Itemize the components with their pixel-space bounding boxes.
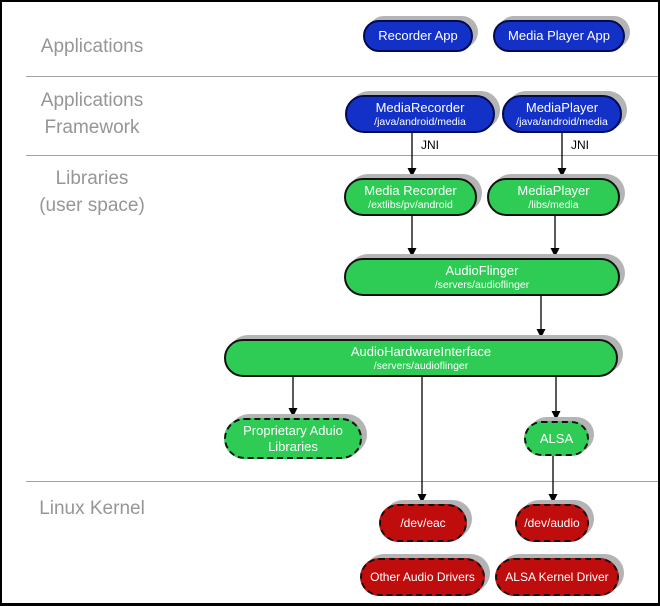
arrow-audioflinger-to-audiohardwareinterface <box>536 296 546 338</box>
node-title: Recorder App <box>378 28 458 43</box>
node-title: /dev/eac <box>400 516 446 530</box>
layer-label-linux-kernel: Linux Kernel <box>12 495 172 522</box>
node-title: ALSA Kernel Driver <box>505 570 609 584</box>
node-recorder-app: Recorder App <box>363 20 473 52</box>
arrow-alsa-to-dev-audio <box>548 456 558 503</box>
node-title: MediaPlayer <box>517 182 590 198</box>
node-dev-eac: /dev/eac <box>379 504 467 542</box>
node-mediaplayer-library: MediaPlayer /libs/media <box>487 178 620 216</box>
node-subtitle: /libs/media <box>528 198 579 211</box>
node-title: AudioFlinger <box>445 262 519 278</box>
arrow-ahi-to-alsa <box>551 377 561 420</box>
node-title: Media Recorder <box>364 182 457 198</box>
node-subtitle: /java/android/media <box>374 115 466 128</box>
arrow-mediarecorder-lib-to-audioflinger <box>407 216 417 257</box>
node-subtitle: /extlibs/pv/android <box>368 198 453 211</box>
jni-label-right: JNI <box>571 138 589 152</box>
node-audioflinger: AudioFlinger /servers/audioflinger <box>344 258 620 296</box>
node-title: MediaPlayer <box>525 99 599 115</box>
arrow-mediaplayer-lib-to-audioflinger <box>550 216 560 257</box>
layer-label-applications: Applications <box>12 33 172 60</box>
layer-label-line: Linux Kernel <box>39 498 145 519</box>
node-alsa: ALSA <box>524 421 589 456</box>
layer-label-libraries: Libraries (user space) <box>12 165 172 219</box>
node-media-player-app: Media Player App <box>493 20 625 52</box>
node-dev-audio: /dev/audio <box>515 504 589 542</box>
layer-divider-libraries-kernel <box>26 481 658 482</box>
jni-label-left: JNI <box>421 138 439 152</box>
node-media-recorder-library: Media Recorder /extlibs/pv/android <box>344 178 477 216</box>
node-title: Proprietary Aduio Libraries <box>243 422 343 454</box>
node-alsa-kernel-driver: ALSA Kernel Driver <box>495 558 619 596</box>
node-subtitle: /servers/audioflinger <box>434 278 530 291</box>
node-title: MediaRecorder <box>375 99 465 115</box>
layer-divider-applications-framework <box>26 76 658 77</box>
node-other-audio-drivers: Other Audio Drivers <box>360 558 485 596</box>
layer-label-line: Applications <box>40 90 144 111</box>
arrow-ahi-to-dev-eac <box>417 377 427 503</box>
node-audiohardwareinterface: AudioHardwareInterface /servers/audiofli… <box>224 339 618 377</box>
node-title: Media Player App <box>508 28 610 43</box>
node-title: AudioHardwareInterface <box>350 343 492 359</box>
layer-divider-framework-libraries <box>26 155 658 156</box>
node-subtitle: /java/android/media <box>516 115 608 128</box>
layer-label-line: (user space) <box>39 195 145 216</box>
node-title: ALSA <box>539 430 574 446</box>
node-title: Other Audio Drivers <box>370 570 475 584</box>
layer-label-line: Libraries <box>55 168 129 189</box>
node-subtitle: /servers/audioflinger <box>373 359 469 372</box>
node-mediaplayer-framework: MediaPlayer /java/android/media <box>502 95 622 133</box>
layer-label-line: Applications <box>40 36 144 57</box>
layer-label-applications-framework: Applications Framework <box>12 87 172 141</box>
arrow-ahi-to-proprietary-libraries <box>288 377 298 417</box>
node-mediarecorder-framework: MediaRecorder /java/android/media <box>345 95 495 133</box>
node-title: /dev/audio <box>524 516 580 530</box>
node-proprietary-audio-libraries: Proprietary Aduio Libraries <box>224 418 362 459</box>
layer-label-line: Framework <box>44 117 140 138</box>
